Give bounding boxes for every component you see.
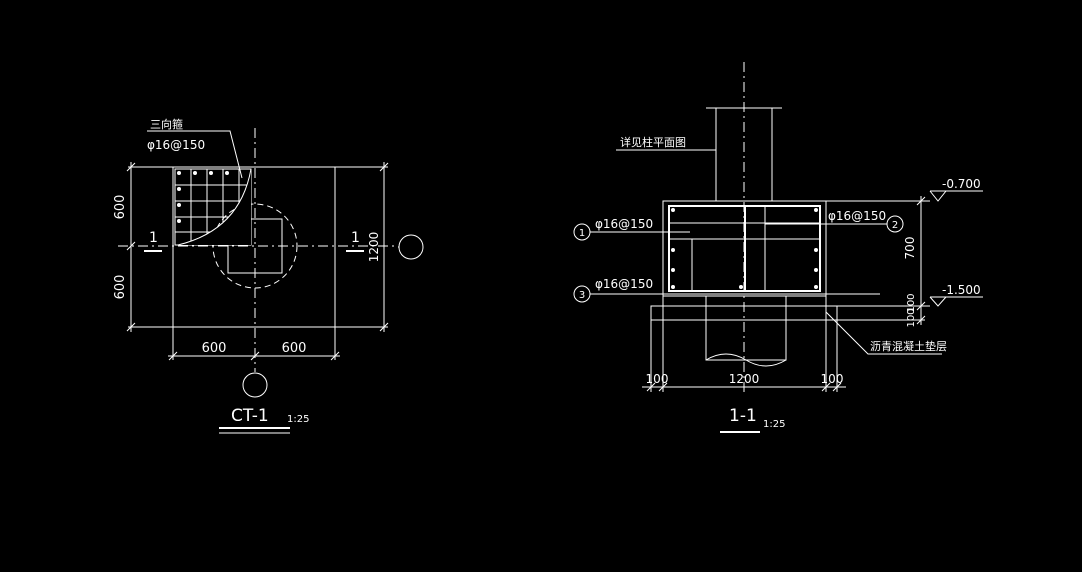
plan-view-ct-1: 三向箍 φ16@150 600 600 1200 600 600 1 1 — [113, 117, 424, 434]
rebar-2-tag: 2 — [892, 220, 898, 231]
cushion-layer — [650, 305, 838, 321]
plan-title: CT-1 — [231, 406, 269, 426]
section-scale: 1:25 — [763, 419, 785, 430]
rebar-2-spec: φ16@150 — [828, 209, 886, 223]
dim-total-height: 1200 — [367, 232, 381, 263]
plan-scale: 1:25 — [287, 414, 309, 425]
rebar-grid — [174, 168, 252, 246]
elevation-top: -0.700 — [942, 177, 981, 191]
dim-width: 1200 — [729, 372, 760, 386]
dim-cap-height: 700 — [903, 237, 917, 260]
pile-break-curve — [705, 353, 787, 367]
rebar-3-spec: φ16@150 — [595, 277, 653, 291]
rebar-1-tag: 1 — [579, 228, 585, 239]
dim-right-half: 600 — [282, 341, 307, 356]
column-note: 详见柱平面图 — [620, 135, 686, 149]
section-title: 1-1 — [729, 406, 757, 426]
elevation-bottom: -1.500 — [942, 283, 981, 297]
dim-left-half: 600 — [202, 341, 227, 356]
dim-cushion-1: 100 — [906, 293, 917, 312]
pile-cap-outline — [172, 166, 336, 328]
cushion-note-leader — [825, 311, 942, 355]
dim-bottom-half: 600 — [113, 275, 128, 300]
axis-bubble-bottom — [242, 372, 268, 398]
rebar-3-tag: 3 — [579, 290, 585, 301]
rebar-leader — [147, 130, 243, 179]
rebar-note-title: 三向箍 — [150, 117, 183, 131]
section-view-1-1: 详见柱平面图 1 φ16@150 2 φ16@150 3 φ16@150 -0.… — [573, 62, 983, 433]
axis-bubble-right — [398, 234, 424, 260]
elevation-bottom-symbol — [929, 296, 948, 307]
rebar-note-spec: φ16@150 — [147, 138, 205, 152]
section-mark-right: 1 — [351, 230, 360, 246]
cushion-note: 沥青混凝土垫层 — [870, 339, 947, 353]
dim-top-half: 600 — [113, 195, 128, 220]
dim-right-overhang: 100 — [821, 372, 844, 386]
dim-left-overhang: 100 — [646, 372, 669, 386]
elevation-top-symbol — [929, 190, 948, 202]
dim-cushion-2: 100 — [906, 308, 917, 327]
section-mark-left: 1 — [149, 230, 158, 246]
rebar-1-spec: φ16@150 — [595, 217, 653, 231]
